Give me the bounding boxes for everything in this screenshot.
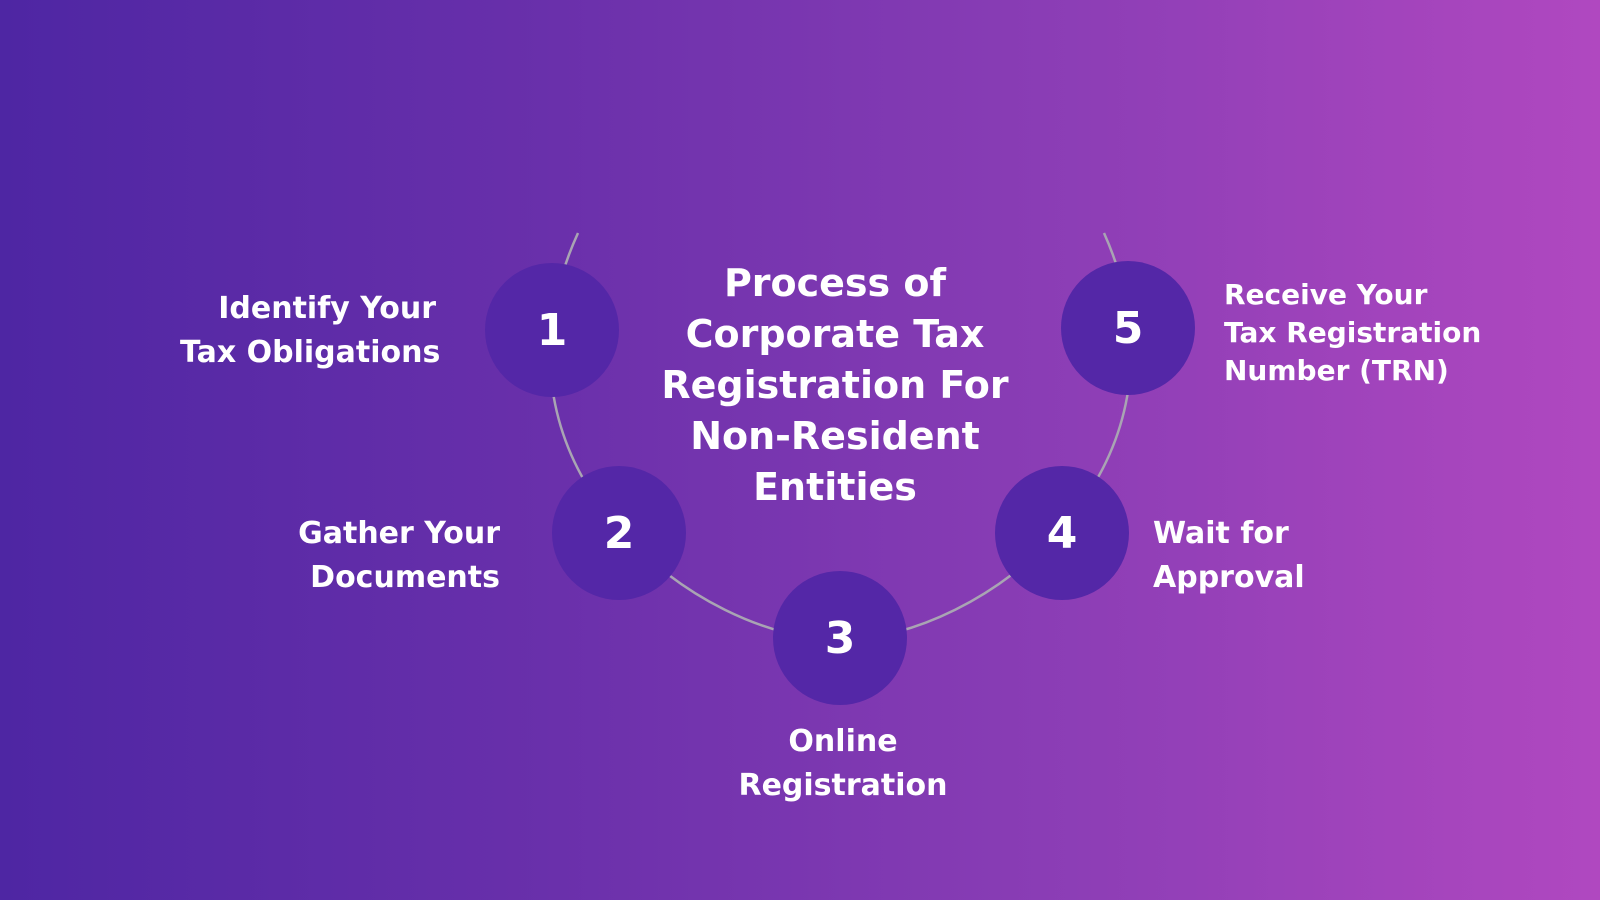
step-3-label: Online Registration: [690, 720, 996, 808]
step-3-number: 3: [824, 612, 856, 664]
title-line: Registration For: [661, 363, 1009, 407]
title-line: Non-Resident: [690, 414, 980, 458]
step-2-label: Gather Your Documents: [280, 512, 500, 600]
title-line: Entities: [753, 465, 917, 509]
step-5-label-line: Receive Your: [1224, 278, 1428, 311]
step-2-circle: 2: [552, 466, 686, 600]
step-5-label-line: Tax Registration: [1224, 316, 1482, 349]
step-3-label-line: Online: [788, 724, 898, 759]
step-5-circle: 5: [1061, 261, 1195, 395]
step-4-label: Wait for Approval: [1153, 512, 1353, 600]
step-5-label-line: Number (TRN): [1224, 354, 1449, 387]
step-4-number: 4: [1046, 507, 1078, 559]
step-5-number: 5: [1112, 302, 1144, 354]
step-1-number: 1: [536, 304, 568, 356]
step-1-label-line: Identify Your: [218, 291, 436, 326]
step-3-label-line: Registration: [738, 768, 948, 803]
step-1-circle: 1: [485, 263, 619, 397]
step-1-label: Identify Your Tax Obligations: [180, 287, 441, 375]
title-line: Corporate Tax: [685, 312, 985, 356]
step-2-label-line: Documents: [310, 560, 500, 595]
step-2-label-line: Gather Your: [298, 516, 500, 551]
step-4-label-line: Approval: [1153, 560, 1305, 595]
step-2-number: 2: [603, 507, 635, 559]
diagram-title: Process of Corporate Tax Registration Fo…: [640, 258, 1030, 513]
step-4-label-line: Wait for: [1153, 516, 1289, 551]
step-1-label-line: Tax Obligations: [180, 335, 441, 370]
step-4-circle: 4: [995, 466, 1129, 600]
title-line: Process of: [723, 261, 947, 305]
step-3-circle: 3: [773, 571, 907, 705]
step-5-label: Receive Your Tax Registration Number (TR…: [1224, 276, 1514, 390]
